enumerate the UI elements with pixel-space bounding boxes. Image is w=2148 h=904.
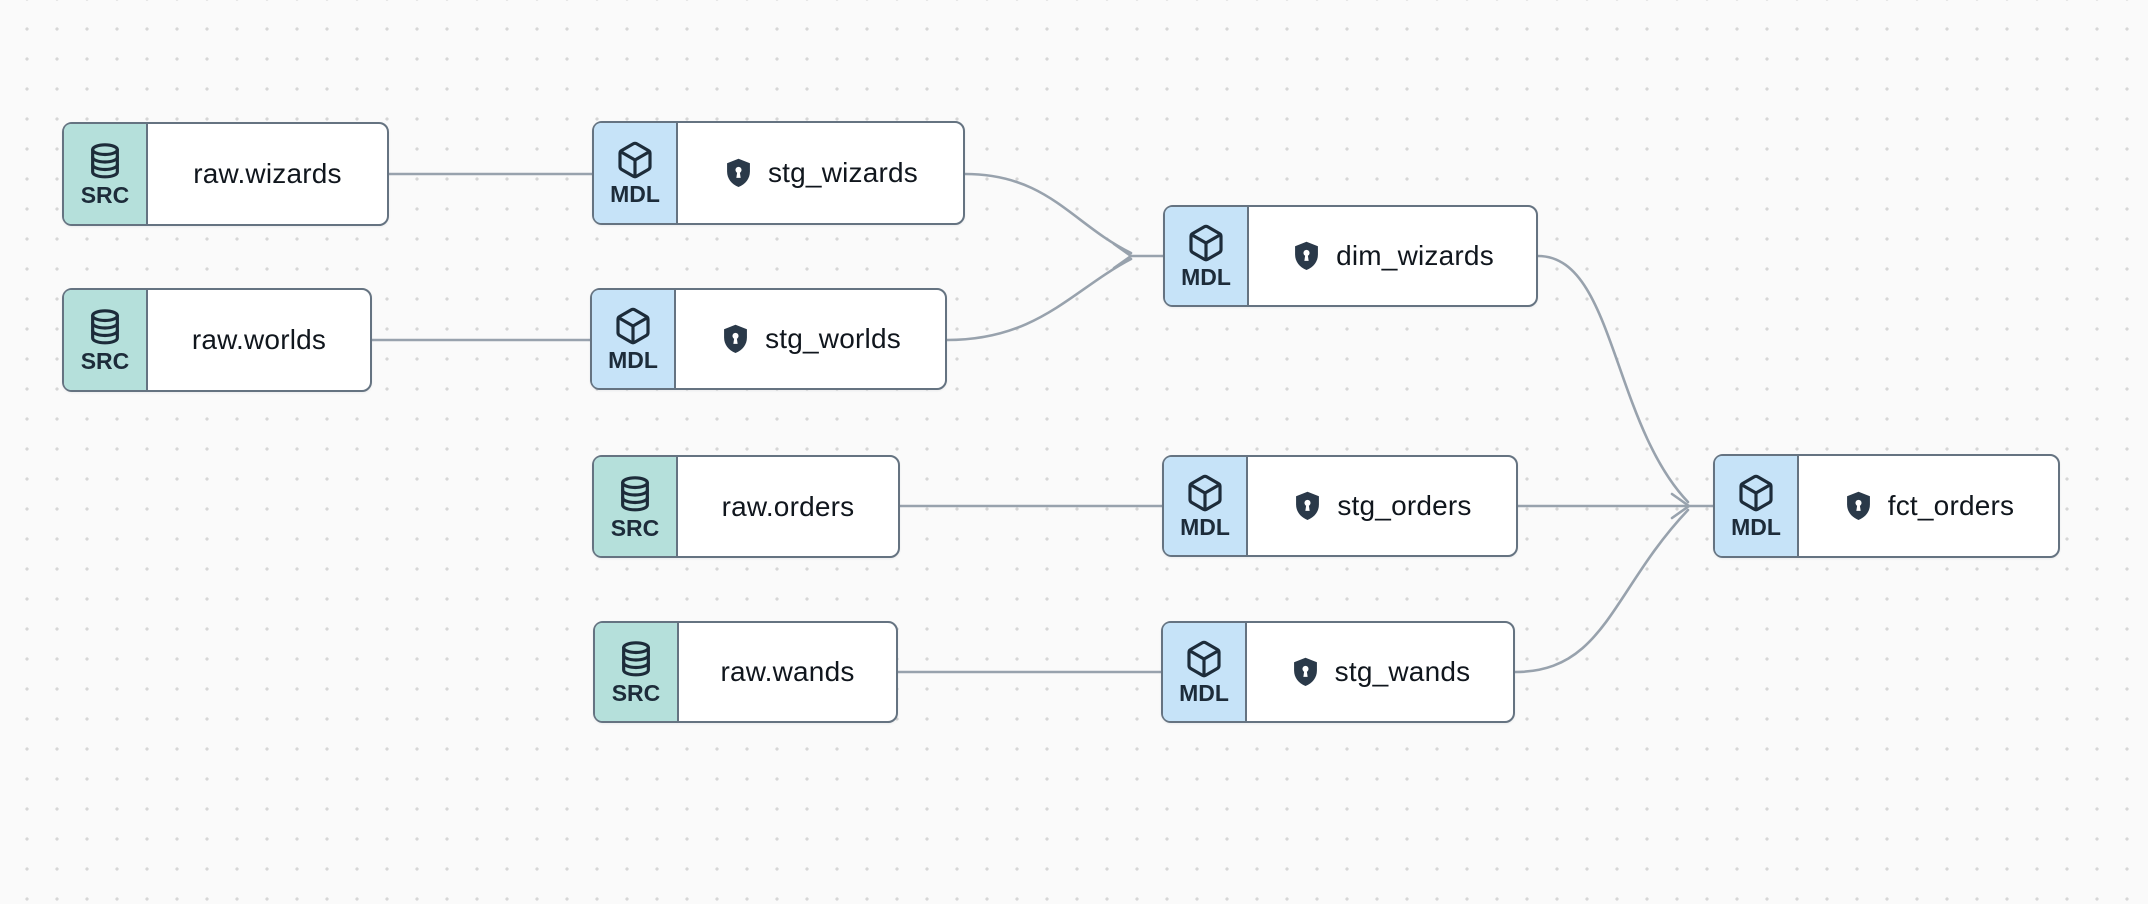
cube-icon xyxy=(1184,639,1224,679)
node-type-label: SRC xyxy=(611,680,661,706)
database-icon xyxy=(85,141,125,181)
node-raw-wands[interactable]: SRC raw.wands xyxy=(593,621,898,723)
node-label: dim_wizards xyxy=(1336,240,1494,271)
node-type-badge: MDL xyxy=(1163,623,1247,721)
node-type-badge: SRC xyxy=(64,124,148,224)
node-body: stg_wands xyxy=(1247,623,1513,721)
cube-icon xyxy=(613,306,653,346)
node-raw-worlds[interactable]: SRC raw.worlds xyxy=(62,288,372,392)
node-label: raw.worlds xyxy=(191,324,327,355)
database-icon xyxy=(85,307,125,347)
node-type-label: MDL xyxy=(1180,514,1230,540)
node-label: stg_worlds xyxy=(765,323,901,354)
node-type-badge: MDL xyxy=(1164,457,1248,555)
node-type-label: SRC xyxy=(80,348,130,374)
cube-icon xyxy=(1186,223,1226,263)
node-raw-orders[interactable]: SRC raw.orders xyxy=(592,455,900,558)
node-type-label: SRC xyxy=(80,182,130,208)
node-body: raw.orders xyxy=(678,457,898,556)
shield-lock-icon xyxy=(1292,490,1323,523)
node-type-badge: SRC xyxy=(595,623,679,721)
node-type-label: MDL xyxy=(1179,680,1229,706)
cube-icon xyxy=(615,140,655,180)
node-type-label: SRC xyxy=(610,514,660,541)
node-type-badge: SRC xyxy=(594,457,678,556)
node-type-label: MDL xyxy=(610,181,660,207)
node-dim-wizards[interactable]: MDL dim_wizards xyxy=(1163,205,1538,307)
node-type-badge: SRC xyxy=(64,290,148,390)
node-label: raw.wands xyxy=(720,656,855,687)
node-raw-wizards[interactable]: SRC raw.wizards xyxy=(62,122,389,226)
shield-lock-icon xyxy=(1290,656,1321,689)
edge-arrowhead-fct-orders xyxy=(1670,492,1691,520)
node-body: raw.worlds xyxy=(148,290,370,390)
node-stg-orders[interactable]: MDL stg_orders xyxy=(1162,455,1518,557)
node-label: stg_wizards xyxy=(767,157,919,188)
node-type-label: MDL xyxy=(608,347,658,373)
node-label: stg_wands xyxy=(1334,656,1471,687)
node-body: dim_wizards xyxy=(1249,207,1536,305)
edge-arrowhead-dim-wizards xyxy=(1112,242,1133,270)
node-type-badge: MDL xyxy=(594,123,678,223)
node-label: raw.wizards xyxy=(193,158,342,189)
node-type-badge: MDL xyxy=(592,290,676,388)
edge-stg-wands-to-fct-orders xyxy=(1513,508,1690,674)
edge-stg-worlds-to-dim-wizards xyxy=(945,257,1133,342)
node-body: raw.wizards xyxy=(148,124,387,224)
cube-icon xyxy=(1185,473,1225,513)
node-body: stg_wizards xyxy=(678,123,963,223)
node-type-label: MDL xyxy=(1181,264,1231,290)
node-stg-wands[interactable]: MDL stg_wands xyxy=(1161,621,1515,723)
shield-lock-icon xyxy=(1291,240,1322,273)
shield-lock-icon xyxy=(723,157,754,190)
node-body: raw.wands xyxy=(679,623,896,721)
node-stg-worlds[interactable]: MDL stg_worlds xyxy=(590,288,947,390)
node-label: raw.orders xyxy=(721,490,855,522)
node-label: fct_orders xyxy=(1887,490,2015,521)
node-body: fct_orders xyxy=(1799,456,2058,556)
node-type-badge: MDL xyxy=(1165,207,1249,305)
shield-lock-icon xyxy=(720,323,751,356)
edge-stg-wizards-to-dim-wizards xyxy=(963,172,1133,255)
edge-dim-wizards-to-fct-orders xyxy=(1536,254,1690,504)
node-body: stg_worlds xyxy=(676,290,945,388)
database-icon xyxy=(615,474,655,514)
node-label: stg_orders xyxy=(1337,490,1472,521)
node-stg-wizards[interactable]: MDL stg_wizards xyxy=(592,121,965,225)
node-fct-orders[interactable]: MDL fct_orders xyxy=(1713,454,2060,558)
database-icon xyxy=(616,639,656,679)
node-type-badge: MDL xyxy=(1715,456,1799,556)
shield-lock-icon xyxy=(1843,490,1874,523)
node-type-label: MDL xyxy=(1731,514,1781,540)
cube-icon xyxy=(1736,473,1776,513)
node-body: stg_orders xyxy=(1248,457,1516,555)
